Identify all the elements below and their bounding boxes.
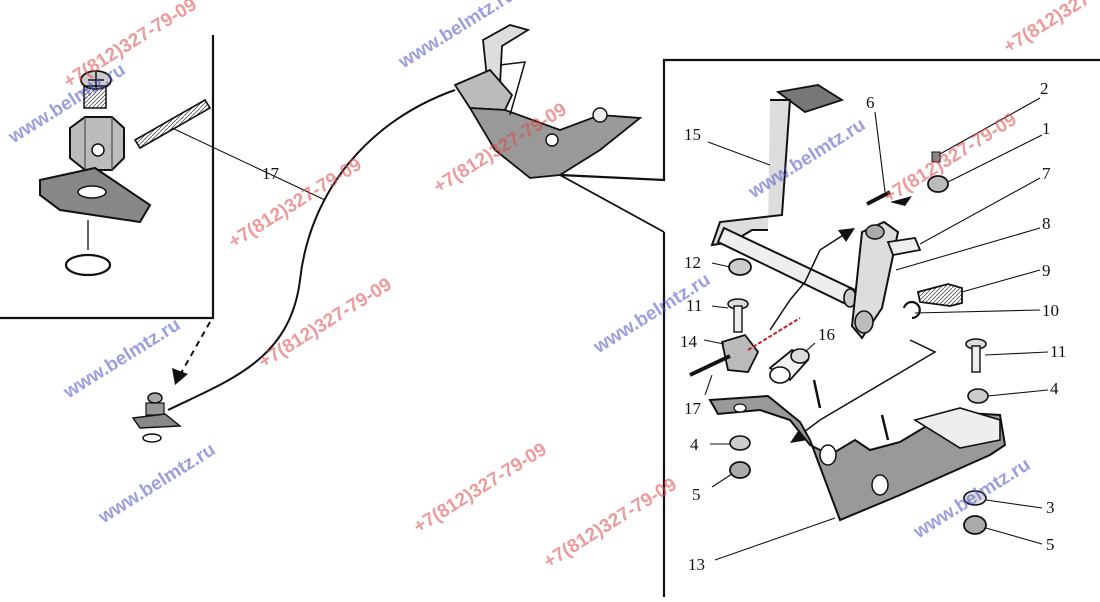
leader-11b — [984, 351, 1049, 356]
dashed-arrow — [179, 321, 211, 376]
callout-14: 14 — [680, 332, 697, 351]
callout-11a: 11 — [686, 296, 703, 315]
dashed-arrow-head — [172, 368, 188, 385]
washer-4a — [729, 435, 751, 451]
inset-frame-diagonal — [559, 174, 665, 233]
leader-12 — [711, 262, 731, 268]
assembly-arrow-upper-head — [838, 228, 855, 242]
callout-2: 2 — [1040, 79, 1049, 98]
cable-clamp-14 — [689, 317, 801, 377]
leader-5a — [711, 473, 733, 488]
bolt-9 — [916, 283, 963, 307]
control-cable — [167, 89, 456, 411]
callout-4a: 4 — [690, 435, 699, 454]
cotter-2 — [931, 151, 941, 163]
assembly-arrow-lower-head — [790, 428, 808, 443]
callout-15: 15 — [684, 125, 701, 144]
callout-17a: 17 — [262, 164, 279, 183]
leader-15 — [707, 141, 771, 166]
leader-7 — [919, 177, 1041, 245]
leader-9 — [961, 269, 1041, 293]
callout-3: 3 — [1046, 498, 1055, 517]
assembly-arrow-upper — [769, 231, 849, 331]
callout-16: 16 — [818, 325, 835, 344]
inset-frame-left — [0, 35, 215, 320]
nut-5a — [729, 461, 751, 479]
bolt-7 — [886, 237, 922, 257]
leader-6 — [874, 111, 886, 193]
callout-17b: 17 — [684, 399, 701, 418]
leader-14 — [703, 339, 725, 345]
callout-10: 10 — [1042, 301, 1059, 320]
leader-5b — [985, 527, 1043, 545]
lockwasher-10 — [902, 300, 921, 320]
assembly-arrow-lower — [799, 339, 937, 436]
washer-4b — [967, 388, 989, 404]
leader-17b — [704, 374, 713, 396]
nut-5b — [963, 515, 987, 535]
cotter-pin-lower — [812, 379, 822, 409]
callout-7: 7 — [1042, 164, 1051, 183]
bracket-13 — [708, 394, 1007, 522]
assembly-arrow-6 — [890, 196, 912, 206]
callout-11b: 11 — [1050, 342, 1067, 361]
leader-10 — [914, 309, 1041, 314]
leader-8 — [895, 227, 1041, 271]
callout-1: 1 — [1042, 119, 1051, 138]
leader-11a — [711, 305, 729, 309]
callout-9: 9 — [1042, 261, 1051, 280]
leader-3 — [985, 499, 1043, 509]
pin-6 — [866, 190, 891, 206]
leader-17a — [171, 127, 326, 201]
inset-frame-right — [559, 58, 1100, 182]
bushing-16 — [768, 348, 810, 384]
bolt-11b — [965, 338, 987, 373]
leader-16 — [804, 342, 816, 353]
callout-12: 12 — [684, 253, 701, 272]
clamp-detail — [39, 70, 212, 277]
leader-2 — [939, 97, 1041, 155]
small-clamp — [131, 392, 182, 443]
washer-12 — [728, 258, 752, 276]
callout-13: 13 — [688, 555, 705, 574]
leader-1 — [947, 134, 1043, 183]
callout-6: 6 — [866, 93, 875, 112]
callout-5b: 5 — [1046, 535, 1055, 554]
callout-4b: 4 — [1050, 379, 1059, 398]
bolt-11a — [727, 298, 749, 333]
nut-1 — [927, 175, 949, 193]
leader-4b — [987, 389, 1049, 397]
pedal-assembly-center — [453, 24, 643, 179]
arm-8 — [850, 220, 900, 340]
leader-13 — [714, 517, 836, 561]
callout-8: 8 — [1042, 214, 1051, 233]
washer-3 — [963, 490, 987, 506]
callout-5a: 5 — [692, 485, 701, 504]
